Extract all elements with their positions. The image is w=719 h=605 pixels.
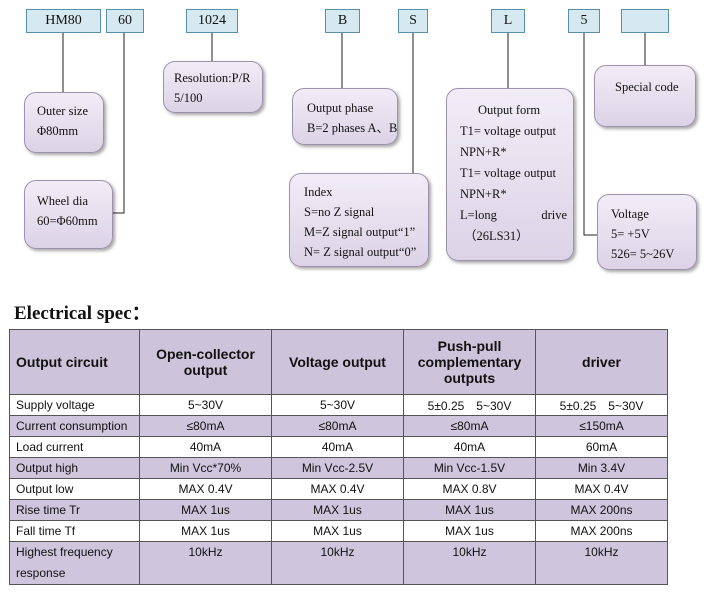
- table-cell: Current consumption: [9, 415, 140, 437]
- table-header: Open-collector output: [139, 329, 272, 395]
- output-form-long-label: L=long: [460, 208, 497, 222]
- code-box-output-form: L: [491, 9, 525, 33]
- code-box-phase: B: [325, 9, 360, 33]
- output-form-line: T1= voltage output: [460, 124, 556, 138]
- output-form-last: （26LS31）: [464, 229, 529, 243]
- table-cell: 40mA: [139, 436, 272, 458]
- output-phase-value: B=2 phases A、B: [307, 121, 398, 135]
- table-cell: Min 3.4V: [535, 457, 668, 479]
- table-cell: MAX 1us: [271, 520, 404, 542]
- table-cell: 5~30V: [271, 394, 404, 416]
- table-cell: MAX 1us: [271, 499, 404, 521]
- resolution-line2: 5/100: [174, 91, 203, 105]
- wheel-dia-box: Wheel dia 60=Φ60mm: [24, 180, 113, 249]
- table-cell: MAX 1us: [139, 499, 272, 521]
- table-cell: ≤80mA: [139, 415, 272, 437]
- table-cell: MAX 200ns: [535, 520, 668, 542]
- table-cell: ≤80mA: [271, 415, 404, 437]
- connector-lines: [62, 33, 646, 236]
- voltage-title: Voltage: [611, 207, 649, 221]
- table-row: Rise time Tr MAX 1us MAX 1us MAX 1us MAX…: [9, 499, 668, 521]
- table-cell: MAX 1us: [139, 520, 272, 542]
- table-cell: 5~30V: [139, 394, 272, 416]
- table-row: Output low MAX 0.4V MAX 0.4V MAX 0.8V MA…: [9, 478, 668, 500]
- output-form-line: NPN+R*: [460, 187, 507, 201]
- table-cell: MAX 200ns: [535, 499, 668, 521]
- index-line: N= Z signal output“0”: [304, 245, 417, 259]
- wheel-dia-value: 60=Φ60mm: [37, 214, 98, 228]
- table-row: Current consumption ≤80mA ≤80mA ≤80mA ≤1…: [9, 415, 668, 437]
- outer-size-title: Outer size: [37, 104, 89, 118]
- electrical-spec-title: Electrical spec：: [14, 303, 151, 324]
- table-cell: 40mA: [271, 436, 404, 458]
- table-header: Voltage output: [271, 329, 404, 395]
- table-cell: 40mA: [403, 436, 536, 458]
- voltage-box: Voltage 5= +5V 526= 5~26V: [597, 194, 697, 270]
- table-cell: Min Vcc-2.5V: [271, 457, 404, 479]
- table-header: driver: [535, 329, 668, 395]
- outer-size-value: Φ80mm: [37, 124, 79, 138]
- table-cell: Min Vcc-1.5V: [403, 457, 536, 479]
- table-cell: MAX 0.4V: [535, 478, 668, 500]
- code-box-special: [621, 9, 669, 33]
- output-form-long: L=long drive: [460, 205, 567, 226]
- output-phase-title: Output phase: [307, 101, 374, 115]
- index-line: M=Z signal output“1”: [304, 225, 416, 239]
- table-row: Load current 40mA 40mA 40mA 60mA: [9, 436, 668, 458]
- table-cell: 10kHz: [271, 541, 404, 585]
- table-cell: 5±0.25 5~30V: [535, 394, 668, 416]
- table-row: Output high Min Vcc*70% Min Vcc-2.5V Min…: [9, 457, 668, 479]
- table-cell: Rise time Tr: [9, 499, 140, 521]
- wheel-dia-title: Wheel dia: [37, 194, 89, 208]
- index-title: Index: [304, 185, 333, 199]
- table-cell: MAX 0.4V: [139, 478, 272, 500]
- code-box-model: HM80: [26, 9, 101, 33]
- output-form-line: NPN+R*: [460, 145, 507, 159]
- table-row: Highest frequency response 10kHz 10kHz 1…: [9, 541, 668, 585]
- table-cell: Output low: [9, 478, 140, 500]
- table-cell: Fall time Tf: [9, 520, 140, 542]
- table-cell: Load current: [9, 436, 140, 458]
- table-cell: MAX 0.4V: [271, 478, 404, 500]
- table-cell: Highest frequency response: [9, 541, 140, 585]
- voltage-line: 5= +5V: [611, 227, 650, 241]
- resolution-box: Resolution:P/R 5/100: [163, 61, 263, 113]
- output-form-title: Output form: [478, 103, 541, 117]
- table-cell: MAX 0.8V: [403, 478, 536, 500]
- table-cell: MAX 1us: [403, 520, 536, 542]
- voltage-line: 526= 5~26V: [611, 247, 675, 261]
- code-box-voltage: 5: [568, 9, 600, 33]
- special-code-title: Special code: [615, 80, 679, 94]
- table-cell: Supply voltage: [9, 394, 140, 416]
- index-line: S=no Z signal: [304, 205, 375, 219]
- code-box-size: 60: [106, 9, 144, 33]
- index-box: Index S=no Z signal M=Z signal output“1”…: [289, 173, 429, 267]
- table-cell: 10kHz: [403, 541, 536, 585]
- table-header: Output circuit: [9, 329, 140, 395]
- output-phase-box: Output phase B=2 phases A、B: [292, 88, 398, 145]
- table-cell: Output high: [9, 457, 140, 479]
- table-cell: 10kHz: [139, 541, 272, 585]
- code-box-resolution: 1024: [186, 9, 238, 33]
- special-code-box: Special code: [594, 65, 696, 127]
- outer-size-box: Outer size Φ80mm: [24, 92, 104, 153]
- table-cell: 5±0.25 5~30V: [403, 394, 536, 416]
- output-form-line: T1= voltage output: [460, 166, 556, 180]
- table-header-row: Output circuit Open-collector output Vol…: [9, 329, 668, 395]
- table-cell: Min Vcc*70%: [139, 457, 272, 479]
- table-row: Fall time Tf MAX 1us MAX 1us MAX 1us MAX…: [9, 520, 668, 542]
- table-header: Push-pull complementary outputs: [403, 329, 536, 395]
- table-cell: ≤80mA: [403, 415, 536, 437]
- table-cell: 10kHz: [535, 541, 668, 585]
- output-form-long-value: drive: [541, 208, 567, 222]
- output-form-box: Output form T1= voltage output NPN+R* T1…: [446, 88, 574, 261]
- table-cell: MAX 1us: [403, 499, 536, 521]
- table-cell: 60mA: [535, 436, 668, 458]
- table-row: Supply voltage 5~30V 5~30V 5±0.25 5~30V …: [9, 394, 668, 416]
- electrical-spec-table: Output circuit Open-collector output Vol…: [9, 329, 668, 585]
- resolution-line1: Resolution:P/R: [174, 71, 251, 85]
- code-box-index: S: [398, 9, 428, 33]
- table-cell: ≤150mA: [535, 415, 668, 437]
